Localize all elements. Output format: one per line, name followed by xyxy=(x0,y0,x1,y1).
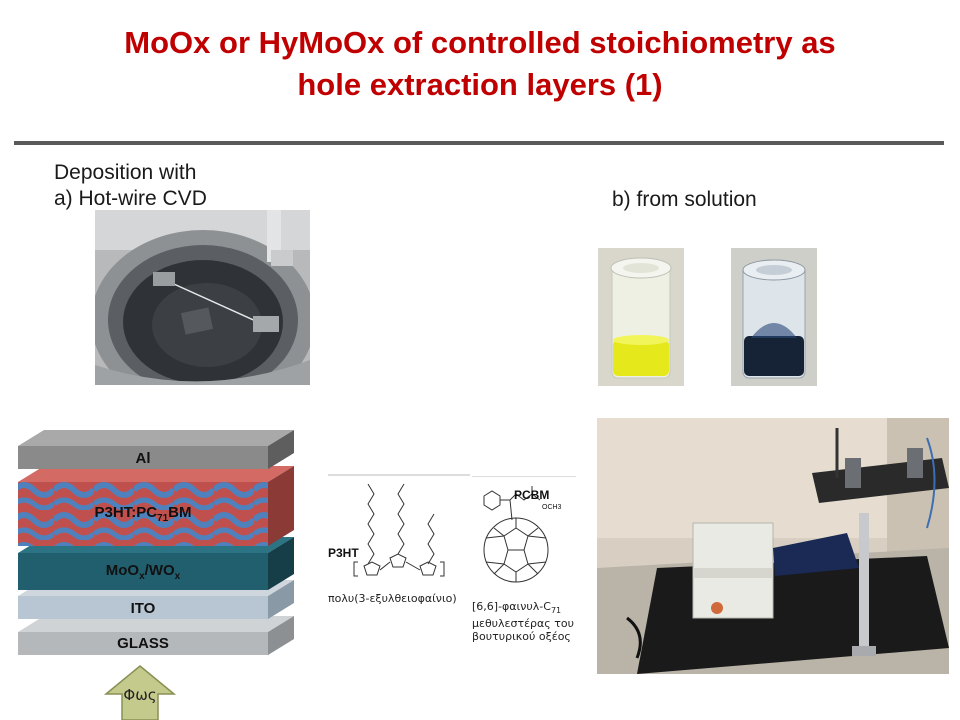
layer-ito-label: ITO xyxy=(130,600,156,617)
p3ht-greek-name: πολυ(3-εξυλθειοφαίνιο) xyxy=(328,592,457,605)
moox-sub-2: x xyxy=(174,571,181,582)
pcbm-greek-name: [6,6]-φαινυλ-C71 μεθυλεστέρας του βουτυρ… xyxy=(472,600,582,643)
light-label: Φως xyxy=(123,686,157,704)
p3ht-sub: 71 xyxy=(157,513,169,524)
device-stack-diagram: Al P3HT:PC71BM MoOx/WOx ITO GLASS xyxy=(14,420,304,660)
title-divider xyxy=(14,141,944,145)
layer-moox-label: MoOx/WOx xyxy=(18,562,268,582)
pcbm-structure-label: PCBM xyxy=(514,488,550,502)
pcbm-name-line2: μεθυλεστέρας του xyxy=(472,617,574,631)
wox-text: /WO xyxy=(144,562,175,579)
p3ht-pc-text: P3HT:PC xyxy=(94,504,158,521)
moox-sub-1: x xyxy=(139,571,145,582)
spray-setup-photo xyxy=(597,418,949,674)
pcbm-name-line1: [6,6]-φαινυλ-C xyxy=(472,600,551,613)
yellow-solution-vial-photo xyxy=(598,248,684,386)
title-line-2: hole extraction layers (1) xyxy=(297,67,663,102)
p3ht-structure-label: P3HT xyxy=(328,546,359,560)
pcbm-name-sub: 71 xyxy=(550,606,562,616)
light-arrow: Φως xyxy=(104,664,176,720)
dark-solution-vial-photo xyxy=(731,248,817,386)
pcbm-ester-group: OCH3 xyxy=(542,504,562,511)
p3ht-bm-text: BM xyxy=(168,504,192,521)
layer-p3ht-pcbm-label: P3HT:PC71BM xyxy=(18,504,268,524)
deposition-heading: Deposition with xyxy=(54,161,197,184)
p3ht-structure: P3HT πολυ(3-εξυλθειοφαίνιο) xyxy=(328,474,470,614)
from-solution-label: b) from solution xyxy=(612,188,757,211)
hot-wire-cvd-photo xyxy=(95,210,310,385)
layer-glass-label: GLASS xyxy=(117,635,169,652)
slide-title: MoOx or HyMoOx of controlled stoichiomet… xyxy=(0,22,960,106)
moox-text: MoO xyxy=(105,562,140,579)
title-line-1: MoOx or HyMoOx of controlled stoichiomet… xyxy=(124,25,836,60)
pcbm-name-line3: βουτυρικού οξέος xyxy=(472,630,571,644)
pcbm-structure: PCBM OCH3 [6,6]-φαινυλ-C71 μεθυλεστέρας … xyxy=(472,476,582,646)
layer-al-label: Al xyxy=(135,450,151,467)
hot-wire-cvd-label: a) Hot-wire CVD xyxy=(54,187,207,210)
